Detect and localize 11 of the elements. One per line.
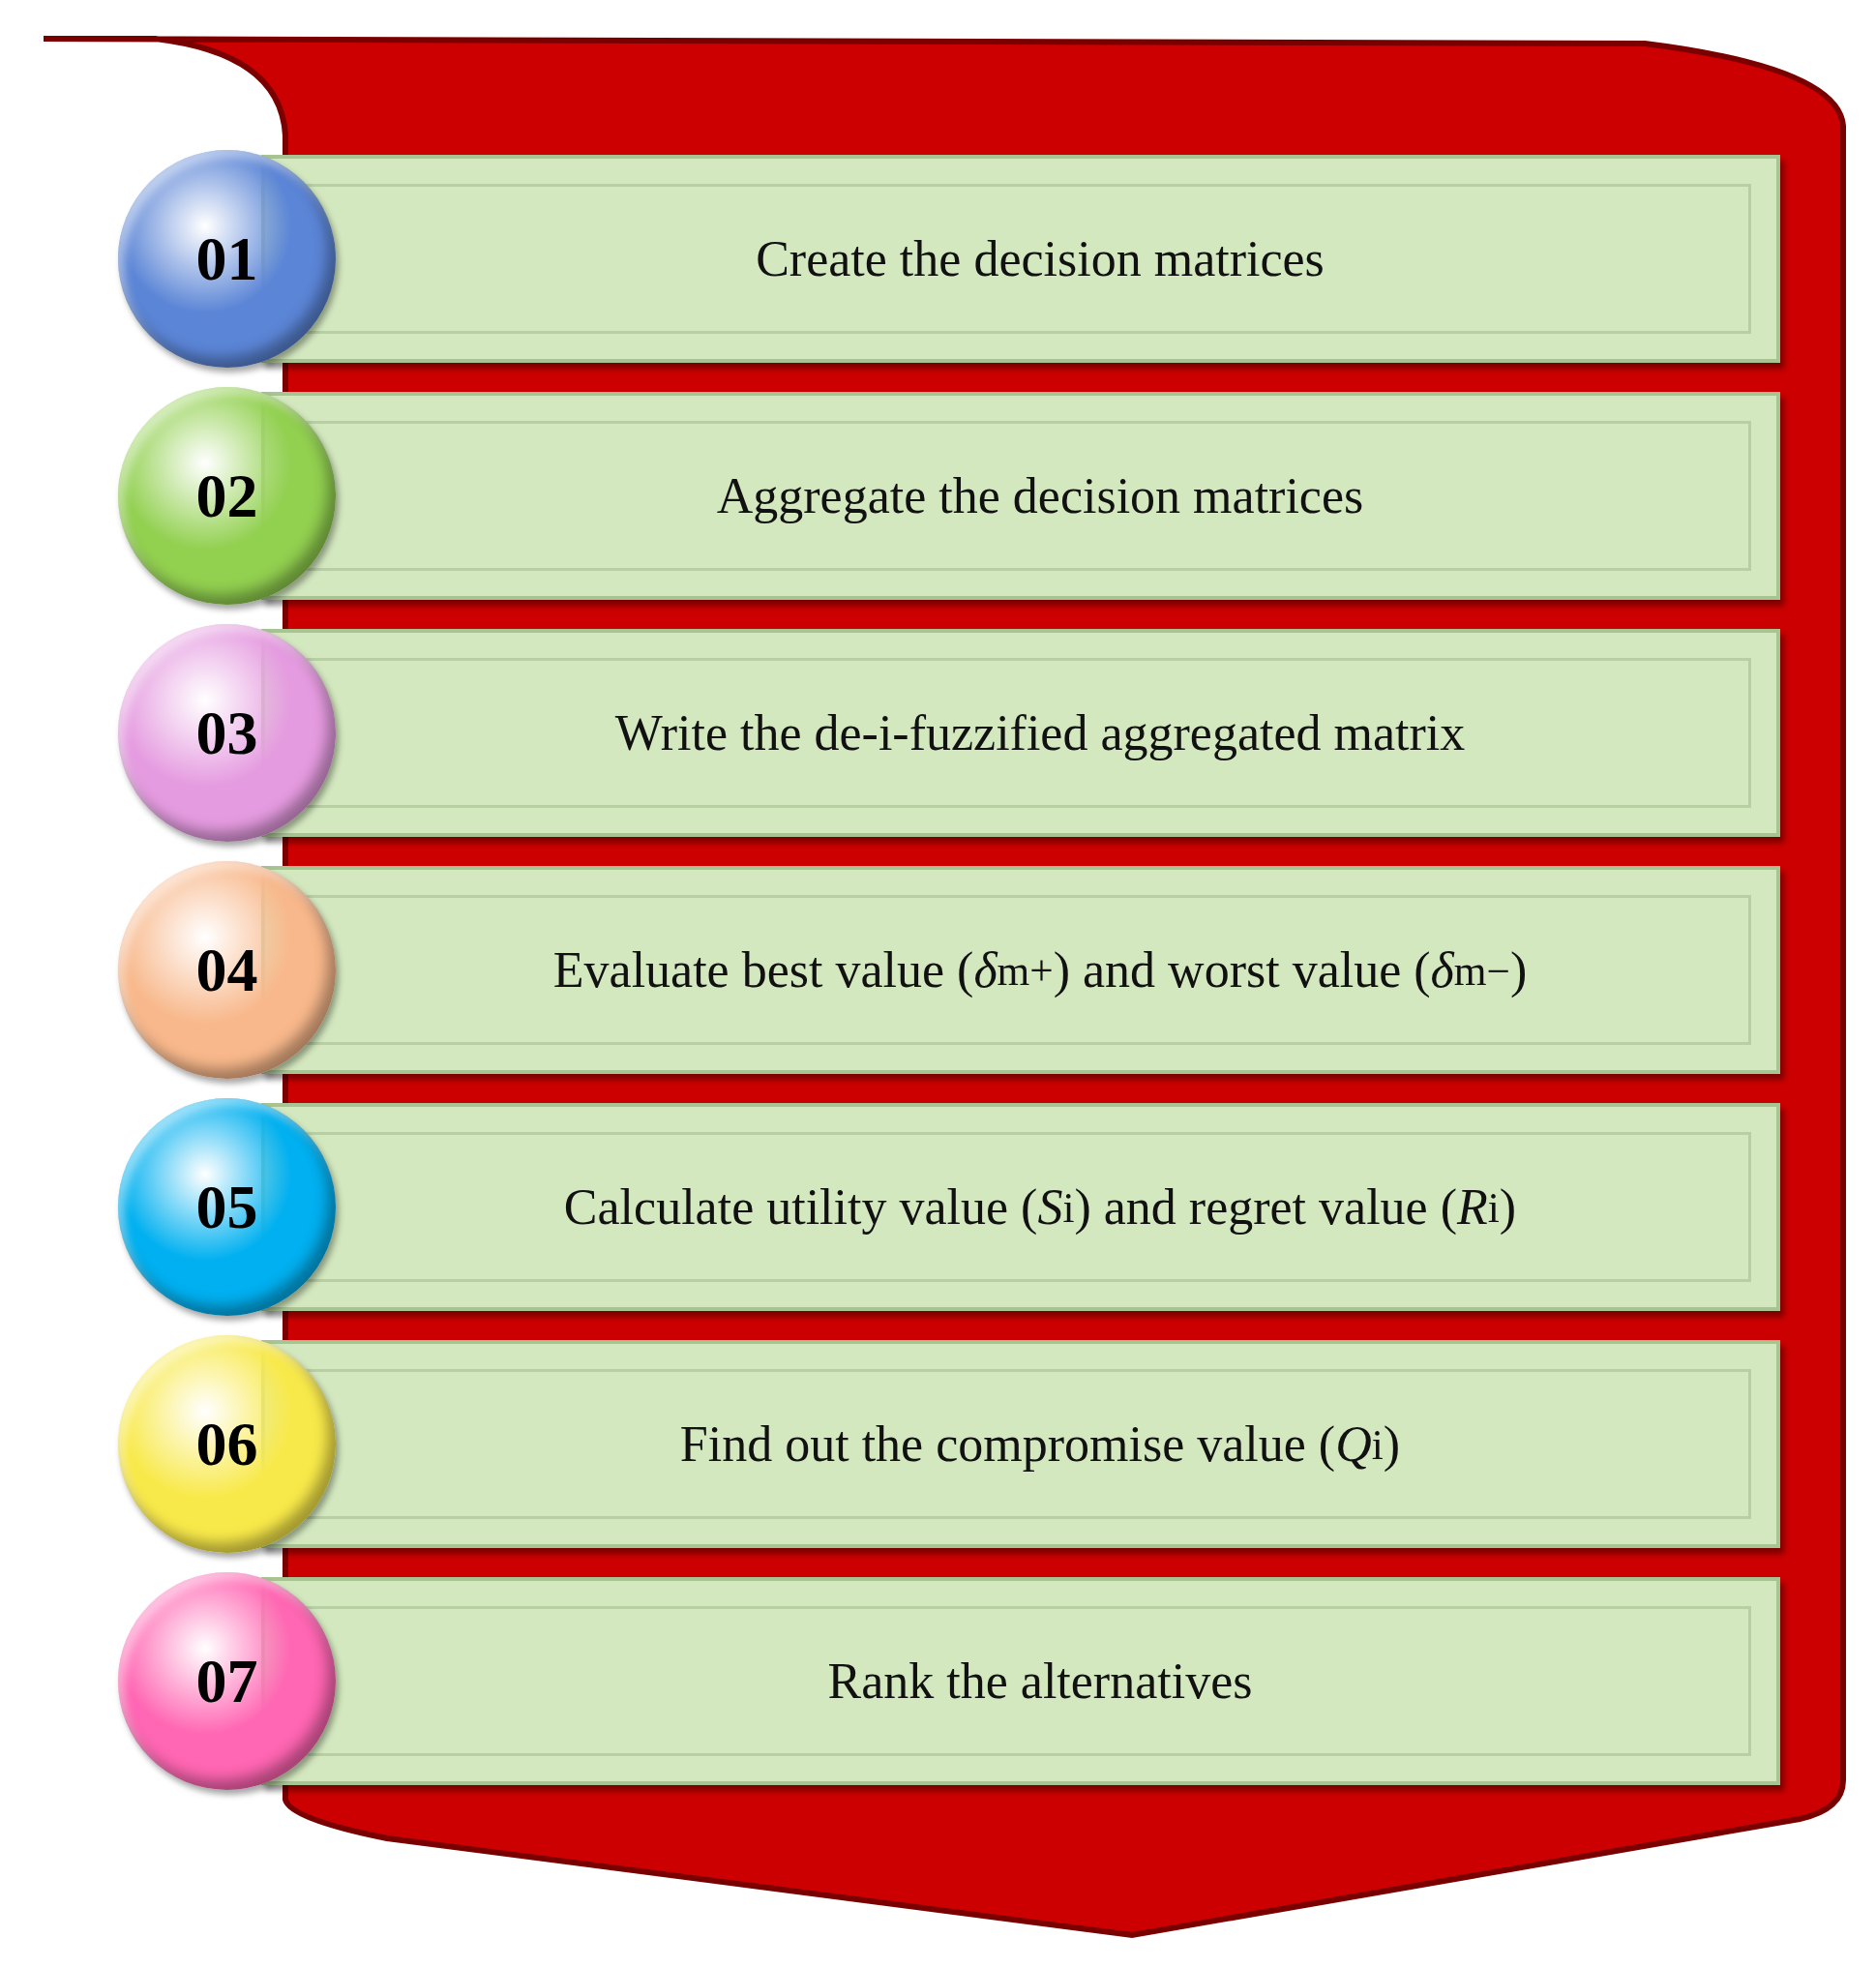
step-number-circle: 01	[118, 150, 336, 368]
step-number-circle: 03	[118, 624, 336, 842]
step-bar: Rank the alternatives	[261, 1577, 1780, 1785]
step-bar: Write the de-i-fuzzified aggregated matrix	[261, 629, 1780, 837]
step-number-circle: 05	[118, 1098, 336, 1316]
step-bar: Aggregate the decision matrices	[261, 392, 1780, 600]
step-bar: Create the decision matrices	[261, 155, 1780, 363]
step-number-circle: 07	[118, 1572, 336, 1790]
step-number-circle: 02	[118, 387, 336, 605]
step-number-circle: 06	[118, 1335, 336, 1553]
step-number-circle: 04	[118, 861, 336, 1079]
